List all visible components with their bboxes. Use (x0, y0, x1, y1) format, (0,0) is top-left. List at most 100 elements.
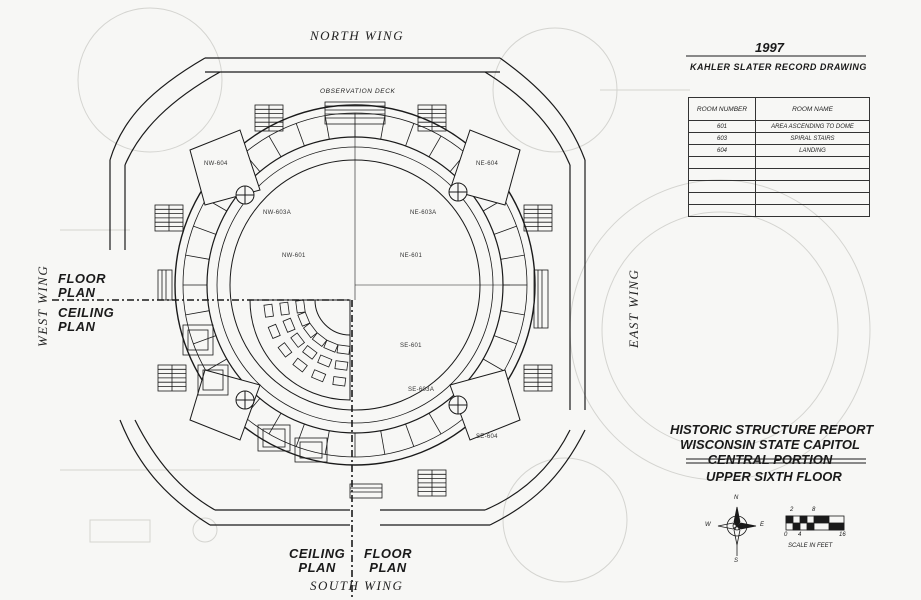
radial-line (295, 423, 305, 447)
room-number-cell: 603 (688, 132, 756, 145)
room-tag-ne604: NE-604 (476, 161, 499, 167)
coffer (336, 344, 351, 355)
ceiling-plan-line2: PLAN (298, 560, 336, 575)
coffer (263, 303, 274, 318)
observation-deck-steps (157, 101, 549, 499)
hatched-box (523, 364, 553, 392)
floor-plan-line1: FLOOR (364, 546, 412, 561)
radial-line (380, 115, 386, 140)
compass-west: W (705, 522, 711, 528)
scale-bar (785, 515, 845, 531)
hatched-box (417, 469, 447, 497)
radial-line (295, 123, 305, 147)
report-title-line2: WISCONSIN STATE CAPITOL (680, 437, 860, 452)
scale-tick-16: 16 (839, 532, 846, 538)
floor-plan-line1: FLOOR (58, 271, 106, 286)
hatched-box (157, 364, 187, 392)
ghost-bleed-through (60, 7, 871, 583)
coffer (282, 317, 296, 333)
room-tag-se604: SE-604 (476, 434, 498, 440)
coffer (267, 323, 281, 339)
radial-line (193, 335, 217, 345)
table-row: 603 SPIRAL STAIRS (688, 132, 870, 145)
report-title: HISTORIC STRUCTURE REPORT WISCONSIN STAT… (670, 422, 874, 467)
room-number-cell (688, 156, 756, 169)
compass-rose (717, 506, 757, 556)
radial-line (185, 254, 210, 260)
west-wing-label: WEST WING (35, 264, 50, 347)
room-number-header: ROOM NUMBER (688, 97, 756, 121)
room-name-cell: SPIRAL STAIRS (755, 132, 870, 145)
room-tag-ne601: NE-601 (400, 253, 423, 259)
coffer (277, 342, 293, 358)
ceiling-plan-label-south: CEILING PLAN (289, 547, 345, 575)
scale-caption: SCALE IN FEET (788, 543, 833, 549)
coffer (302, 344, 318, 360)
radial-line (493, 335, 517, 345)
radial-line (500, 310, 525, 316)
radial-line (405, 423, 415, 447)
ceiling-plan-line1: CEILING (289, 546, 346, 561)
room-number-cell (688, 204, 756, 217)
report-title-line3: CENTRAL PORTION (707, 452, 833, 467)
drawing-year: 1997 (755, 40, 784, 55)
room-number-cell: 601 (688, 120, 756, 133)
east-wing-label: EAST WING (626, 268, 641, 348)
room-tag-se603a: SE-603A (408, 387, 435, 393)
table-row (688, 156, 870, 169)
radial-line (193, 225, 217, 235)
wing-walls (109, 57, 586, 526)
room-table-header: ROOM NUMBER ROOM NAME (688, 97, 870, 121)
radial-line (482, 358, 505, 372)
coffer (311, 369, 327, 383)
hatched-box (417, 104, 447, 132)
coffer (297, 311, 311, 327)
table-row: 601 AREA ASCENDING TO DOME (688, 120, 870, 133)
room-name-cell: AREA ASCENDING TO DOME (755, 120, 870, 133)
compass-south: S (734, 558, 739, 564)
table-row (688, 204, 870, 217)
diagonal-towers (189, 129, 521, 441)
compass-east: E (760, 522, 765, 528)
ceiling-plan-line1: CEILING (58, 305, 115, 320)
room-name-cell (755, 180, 870, 193)
ceiling-plan-label-west: CEILING PLAN (58, 306, 114, 334)
scale-tick-0: 0 (784, 532, 788, 538)
room-tag-ne603a: NE-603A (410, 210, 437, 216)
drawing-source-label: KAHLER SLATER RECORD DRAWING (690, 62, 867, 72)
table-row (688, 192, 870, 205)
hatched-box (523, 204, 553, 232)
report-title-line1: HISTORIC STRUCTURE REPORT (670, 422, 874, 437)
table-row (688, 168, 870, 181)
north-wing-label: NORTH WING (310, 28, 405, 43)
coffer (295, 299, 306, 314)
room-name-cell: LANDING (755, 144, 870, 157)
coffer (334, 360, 349, 371)
scale-tick-2: 2 (790, 507, 794, 513)
room-name-cell (755, 192, 870, 205)
plan-divider-lines (52, 299, 353, 600)
coffer (317, 354, 333, 368)
room-name-cell (755, 156, 870, 169)
room-tag-nw601: NW-601 (282, 253, 306, 259)
radial-line (405, 123, 415, 147)
south-wing-label: SOUTH WING (310, 578, 404, 593)
room-tag-nw604: NW-604 (204, 161, 228, 167)
radial-line (493, 225, 517, 235)
room-number-cell (688, 168, 756, 181)
table-row (688, 180, 870, 193)
floor-plan-line2: PLAN (369, 560, 407, 575)
ceiling-plan-line2: PLAN (58, 319, 96, 334)
radial-line (428, 135, 442, 158)
floor-plan-line2: PLAN (58, 285, 96, 300)
coffer (292, 357, 308, 373)
room-number-cell (688, 192, 756, 205)
room-number-cell: 604 (688, 144, 756, 157)
compass-north: N (734, 495, 739, 501)
radial-line (268, 412, 282, 435)
scale-tick-8: 8 (812, 507, 816, 513)
hatched-box (254, 104, 284, 132)
room-name-cell (755, 168, 870, 181)
room-number-cell (688, 180, 756, 193)
